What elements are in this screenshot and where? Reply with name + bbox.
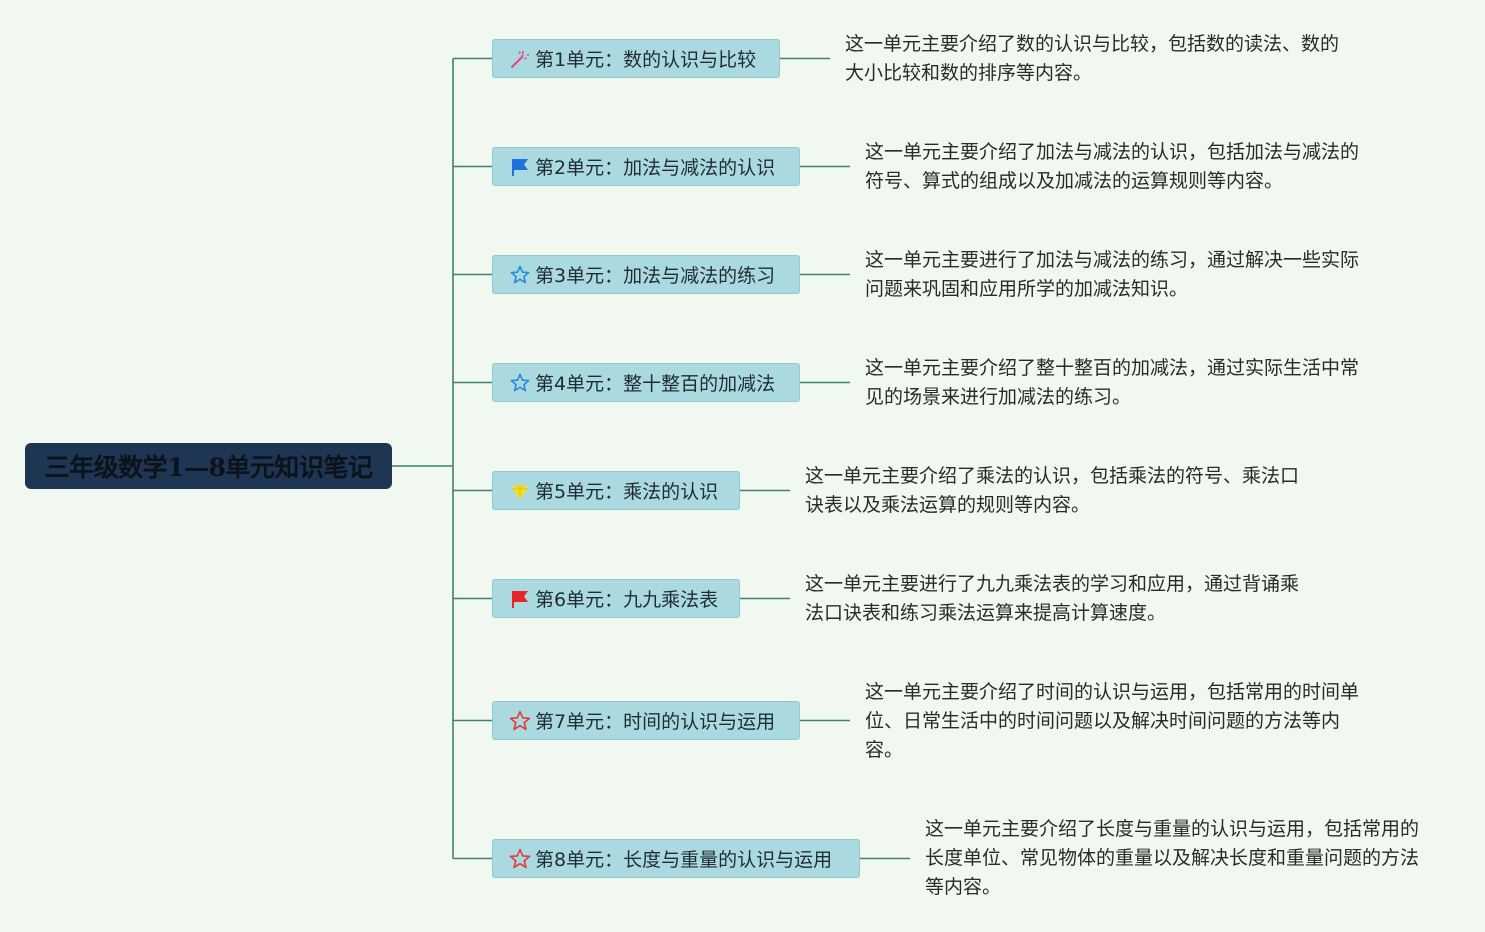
red-flag-icon [509,588,531,610]
blue-star-outline-icon [509,372,531,394]
yellow-gem-icon [509,480,531,502]
blue-flag-icon [509,156,531,178]
unit-node-label: 第3单元：加法与减法的练习 [535,265,776,287]
unit-node-label: 第5单元：乘法的认识 [535,481,719,503]
unit-description-7: 这一单元主要介绍了时间的认识与运用，包括常用的时间单位、日常生活中的时间问题以及… [865,681,1360,761]
unit-node-6[interactable]: 第6单元：九九乘法表 [492,579,740,618]
unit-node-2[interactable]: 第2单元：加法与减法的认识 [492,147,800,186]
unit-node-label: 第8单元：长度与重量的认识与运用 [535,849,833,871]
magic-wand-icon [509,48,531,70]
unit-description-1: 这一单元主要介绍了数的认识与比较，包括数的读法、数的大小比较和数的排序等内容。 [845,33,1340,84]
unit-description-2: 这一单元主要介绍了加法与减法的认识，包括加法与减法的符号、算式的组成以及加减法的… [865,141,1360,192]
unit-node-label: 第2单元：加法与减法的认识 [535,157,776,179]
unit-node-3[interactable]: 第3单元：加法与减法的练习 [492,255,800,294]
unit-description-6: 这一单元主要进行了九九乘法表的学习和应用，通过背诵乘法口诀表和练习乘法运算来提高… [805,573,1300,624]
unit-node-label: 第6单元：九九乘法表 [535,589,719,611]
unit-node-label: 第7单元：时间的认识与运用 [535,711,776,733]
root-topic-label: 三年级数学1—8单元知识笔记 [44,453,373,482]
blue-star-outline-icon [509,264,531,286]
unit-node-4[interactable]: 第4单元：整十整百的加减法 [492,363,800,402]
unit-node-7[interactable]: 第7单元：时间的认识与运用 [492,701,800,740]
unit-description-8: 这一单元主要介绍了长度与重量的认识与运用，包括常用的长度单位、常见物体的重量以及… [925,818,1420,898]
unit-node-label: 第1单元：数的认识与比较 [535,49,757,71]
unit-description-5: 这一单元主要介绍了乘法的认识，包括乘法的符号、乘法口诀表以及乘法运算的规则等内容… [805,465,1300,516]
root-topic[interactable]: 三年级数学1—8单元知识笔记 [25,443,392,489]
unit-description-4: 这一单元主要介绍了整十整百的加减法，通过实际生活中常见的场景来进行加减法的练习。 [865,357,1360,408]
unit-node-1[interactable]: 第1单元：数的认识与比较 [492,39,780,78]
red-star-outline-icon [509,848,531,870]
unit-description-3: 这一单元主要进行了加法与减法的练习，通过解决一些实际问题来巩固和应用所学的加减法… [865,249,1360,300]
unit-node-5[interactable]: 第5单元：乘法的认识 [492,471,740,510]
unit-node-8[interactable]: 第8单元：长度与重量的认识与运用 [492,839,860,878]
unit-node-label: 第4单元：整十整百的加减法 [535,373,776,395]
red-star-outline-icon [509,710,531,732]
